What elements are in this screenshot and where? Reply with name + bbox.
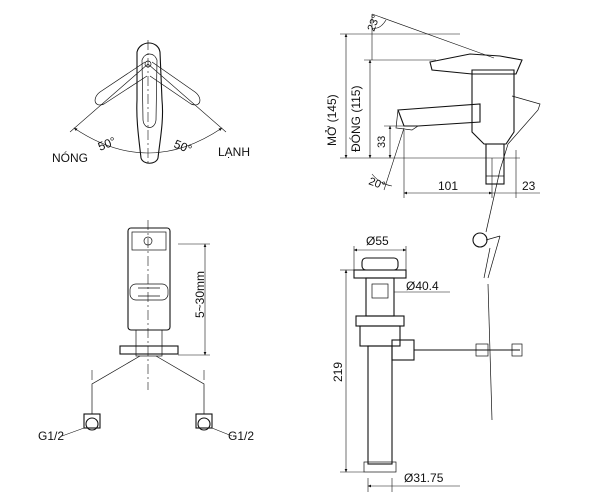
angle-hot-text: 50° xyxy=(96,134,118,154)
angle-line-right xyxy=(147,63,227,133)
hose-left xyxy=(91,355,141,414)
fitting-left xyxy=(83,413,101,429)
drain-cap xyxy=(361,257,399,271)
side-view: 23° MỞ (145) ĐÓNG (115) 33 20° 101 23 xyxy=(324,13,541,279)
height-open-text: MỞ (145) xyxy=(324,94,339,146)
lift-rod-link xyxy=(483,235,501,279)
fitting-right-nut xyxy=(197,417,211,431)
tilt-arc xyxy=(371,19,387,29)
back-offset-text: 23 xyxy=(522,179,536,193)
faucet-lever xyxy=(429,53,523,75)
length-text: 219 xyxy=(331,362,345,382)
pivot-housing xyxy=(391,339,415,361)
head-diameter-text: Ø55 xyxy=(366,234,389,248)
front-shank xyxy=(135,329,163,357)
tail-diameter-text: Ø31.75 xyxy=(404,471,444,485)
label-hot: NÓNG xyxy=(52,150,88,165)
inlet-right-text: G1/2 xyxy=(228,429,254,443)
top-view: 50° 50° NÓNG LẠNH xyxy=(52,40,250,166)
hose-right xyxy=(155,355,205,414)
leader-right xyxy=(211,427,233,437)
drain-gasket xyxy=(359,325,401,347)
body-diameter-text: Ø40.4 xyxy=(406,279,439,293)
drain-nut xyxy=(355,315,405,327)
angle-line-left xyxy=(69,63,149,133)
faucet-spout xyxy=(397,103,481,127)
height-closed-text: ĐÓNG (115) xyxy=(348,86,363,152)
front-aerator xyxy=(129,283,169,301)
pivot-clip xyxy=(475,343,489,357)
tilt-angle-text: 23° xyxy=(366,13,383,33)
front-view: 5~30mm G1/2 G1/2 xyxy=(38,220,254,443)
pivot-end xyxy=(511,343,523,357)
drain-thread xyxy=(371,283,389,299)
fitting-right xyxy=(195,413,213,429)
spout-angle-text: 20° xyxy=(367,176,387,193)
front-lever xyxy=(131,231,167,251)
leader-left xyxy=(61,427,85,437)
tilt-line xyxy=(371,13,495,59)
reach-text: 101 xyxy=(438,179,458,193)
spout-height-text: 33 xyxy=(376,136,388,148)
handle-left-position xyxy=(94,61,148,106)
angle-cold-text: 50° xyxy=(172,137,194,157)
handle-right-position xyxy=(149,61,201,106)
lift-rod-clamp xyxy=(485,235,501,241)
handle-outline xyxy=(136,42,164,164)
deck-range-text: 5~30mm xyxy=(193,271,207,318)
lift-rod-knob xyxy=(472,232,488,248)
spout-aerator xyxy=(395,109,419,131)
label-cold: LẠNH xyxy=(218,145,250,159)
drain-flange xyxy=(353,269,407,279)
drain-view: Ø55 Ø40.4 219 Ø31.75 xyxy=(331,234,523,492)
linkage-strap xyxy=(487,283,493,421)
spout-angle-line xyxy=(383,127,405,191)
front-body xyxy=(127,227,171,331)
spout-angle-arc xyxy=(371,173,393,187)
tail-pipe xyxy=(367,345,393,465)
angle-arc xyxy=(73,127,223,154)
lift-rod-lower xyxy=(485,169,501,233)
faucet-shank xyxy=(485,143,505,185)
mounting-plate xyxy=(119,345,179,355)
handle-inner xyxy=(141,53,158,128)
lift-rod xyxy=(499,95,541,171)
inlet-left-text: G1/2 xyxy=(38,429,64,443)
fitting-left-nut xyxy=(85,417,99,431)
faucet-body xyxy=(471,69,515,145)
tail-pipe-end xyxy=(363,461,397,473)
